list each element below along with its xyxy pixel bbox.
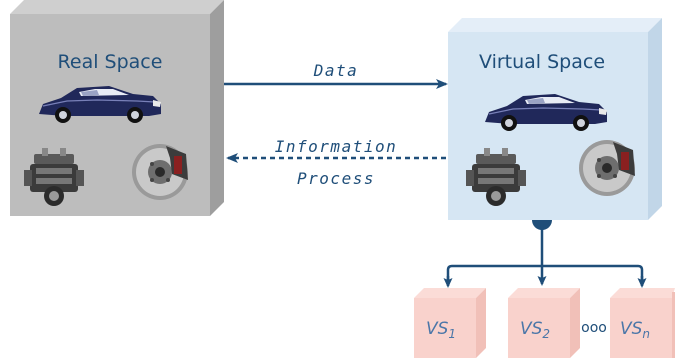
vsn-label: VSn bbox=[620, 319, 650, 341]
brake-disc-icon bbox=[579, 140, 635, 196]
real-space-title: Real Space bbox=[58, 51, 163, 73]
subspace-connector bbox=[443, 220, 647, 288]
virtual-space-box: Virtual Space bbox=[448, 18, 662, 220]
virtual-subspace-1: VS1 bbox=[414, 288, 486, 358]
virtual-space-box-top bbox=[448, 18, 662, 32]
vs1-label: VS1 bbox=[426, 319, 456, 341]
data-label: Data bbox=[313, 61, 359, 80]
virtual-subspace-2: VS2 bbox=[508, 288, 580, 358]
process-label: Process bbox=[297, 169, 375, 188]
vs2-label: VS2 bbox=[520, 319, 550, 341]
virtual-space-box-side bbox=[648, 18, 662, 220]
virtual-space-title: Virtual Space bbox=[479, 51, 605, 73]
real-space-box-top bbox=[10, 0, 224, 14]
information-label: Information bbox=[275, 137, 397, 156]
ellipsis-dots: ooo bbox=[581, 320, 607, 336]
real-space-box-side bbox=[210, 0, 224, 216]
virtual-subspace-n: VSn bbox=[610, 288, 675, 358]
brake-disc-icon bbox=[132, 144, 188, 200]
real-space-box: Real Space bbox=[10, 0, 224, 216]
